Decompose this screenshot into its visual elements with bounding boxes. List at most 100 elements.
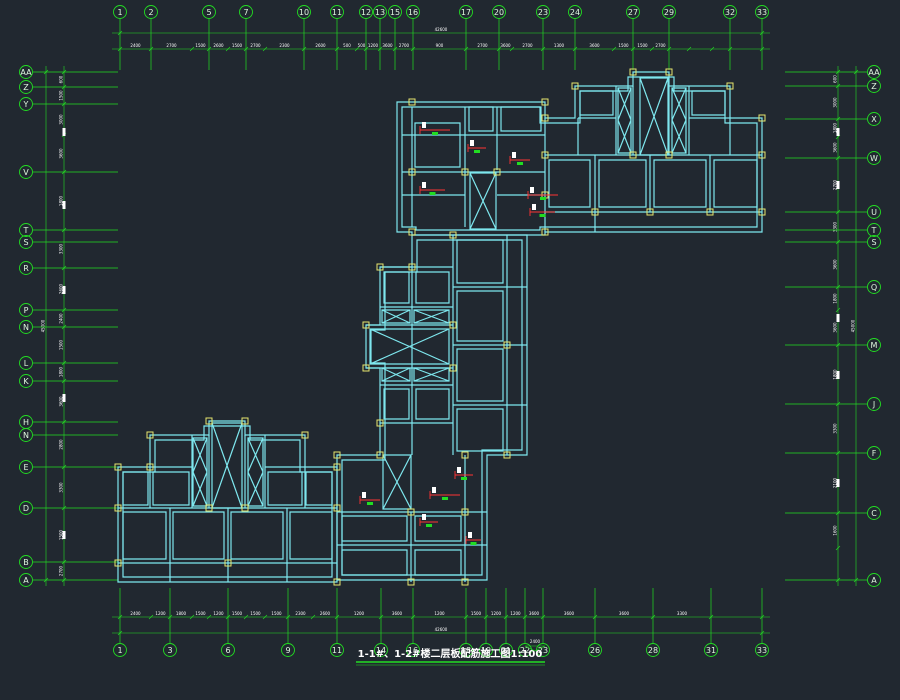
axis-label: AA [20, 68, 32, 77]
dim-marker [62, 531, 66, 539]
dim-text: 42600 [435, 27, 448, 32]
floor-plan [117, 71, 763, 583]
axis-bubble-left-4: T [19, 223, 33, 237]
axis-bubble-bottom-7: 18 [459, 643, 473, 657]
dim-text: 3600 [833, 259, 838, 270]
plan-title: 1-1#、1-2#楼二层板配筋施工图1:100 [358, 647, 543, 660]
axis-circle [239, 5, 253, 19]
dim-text: 3600 [382, 43, 393, 48]
axis-label: 32 [725, 8, 735, 17]
axis-label: A [871, 576, 877, 585]
axis-circle [518, 643, 532, 657]
column [376, 451, 384, 459]
axis-bubble-top-14: 27 [626, 5, 640, 19]
axis-label: S [871, 238, 876, 247]
axis-label: 10 [299, 8, 309, 17]
axis-bubble-right-11: C [867, 506, 881, 520]
axis-label: 26 [590, 646, 600, 655]
dim-tick [835, 545, 841, 551]
dim-text: 3300 [833, 221, 838, 232]
dim-text: 45000 [851, 319, 856, 332]
axis-label: J [872, 400, 875, 409]
dim-text: 1500 [271, 611, 282, 616]
dim-tick [709, 46, 715, 52]
axis-label: T [23, 226, 29, 235]
axis-label: 15 [390, 8, 400, 17]
dim-text: 2600 [59, 283, 64, 294]
axis-bubble-right-0: AA [867, 65, 881, 79]
dim-text: 2600 [315, 43, 326, 48]
axis-bubble-right-2: X [867, 112, 881, 126]
axis-circle [19, 356, 33, 370]
dim-tick [189, 46, 195, 52]
column [408, 168, 416, 176]
axis-circle [867, 205, 881, 219]
dim-text: 1200 [155, 611, 166, 616]
dim-text: 1500 [195, 611, 206, 616]
rebar-label-box [432, 487, 436, 493]
dim-text: 3600 [59, 396, 64, 407]
dim-marker [836, 181, 840, 189]
axis-label: 21 [501, 646, 511, 655]
column [629, 151, 637, 159]
dim-marker [836, 314, 840, 322]
rebar-line [359, 496, 380, 504]
rebar-tag [474, 150, 480, 153]
rebar-tag [539, 214, 546, 217]
axis-circle [723, 5, 737, 19]
axis-label: 5 [206, 8, 211, 17]
axis-label: 3 [167, 646, 172, 655]
rebar-line [509, 156, 530, 164]
axis-bubble-bottom-10: 22 [518, 643, 532, 657]
dim-text: 2700 [833, 179, 838, 190]
dim-text: 3000 [59, 114, 64, 125]
dim-text: 2700 [655, 43, 666, 48]
dim-marker [836, 479, 840, 487]
axis-label: S [23, 238, 28, 247]
column [146, 431, 154, 439]
dim-text: 600 [833, 75, 838, 83]
dim-text: 3300 [59, 243, 64, 254]
rebar-label-box [530, 187, 534, 193]
rebar-label-box [512, 152, 516, 158]
dim-tick [310, 614, 316, 620]
axis-bubble-top-11: 20 [492, 5, 506, 19]
rebar-mark [419, 122, 450, 135]
axis-label: U [871, 208, 877, 217]
column [726, 82, 734, 90]
axis-bubble-top-17: 33 [755, 5, 769, 19]
dim-text: 1200 [354, 611, 365, 616]
column [665, 151, 673, 159]
axis-circle [221, 643, 235, 657]
column [449, 231, 457, 239]
axis-bubble-right-10: F [867, 446, 881, 460]
axis-bubble-left-7: P [19, 303, 33, 317]
dim-text: 2400 [130, 43, 141, 48]
column [114, 504, 122, 512]
axis-bubble-left-3: V [19, 165, 33, 179]
axis-bubble-left-12: N [19, 428, 33, 442]
axis-circle [374, 643, 388, 657]
column [407, 578, 415, 586]
axis-circle [867, 79, 881, 93]
dim-text: 2300 [279, 43, 290, 48]
axis-circle [359, 5, 373, 19]
column [503, 341, 511, 349]
rebar-mark [429, 487, 460, 500]
dim-marker [62, 201, 66, 209]
axis-circle [704, 643, 718, 657]
rebar-mark [527, 187, 558, 200]
wall-lower-wing-inner [122, 425, 333, 578]
axis-label: 18 [461, 646, 471, 655]
dim-text: 500 [358, 43, 366, 48]
dim-tick [148, 614, 154, 620]
axis-circle [867, 112, 881, 126]
rebar-tag [517, 162, 523, 165]
axis-label: AA [868, 68, 880, 77]
dim-text: 3600 [833, 142, 838, 153]
axis-label: F [872, 449, 877, 458]
axis-label: 9 [285, 646, 290, 655]
dim-text: 2700 [250, 43, 261, 48]
